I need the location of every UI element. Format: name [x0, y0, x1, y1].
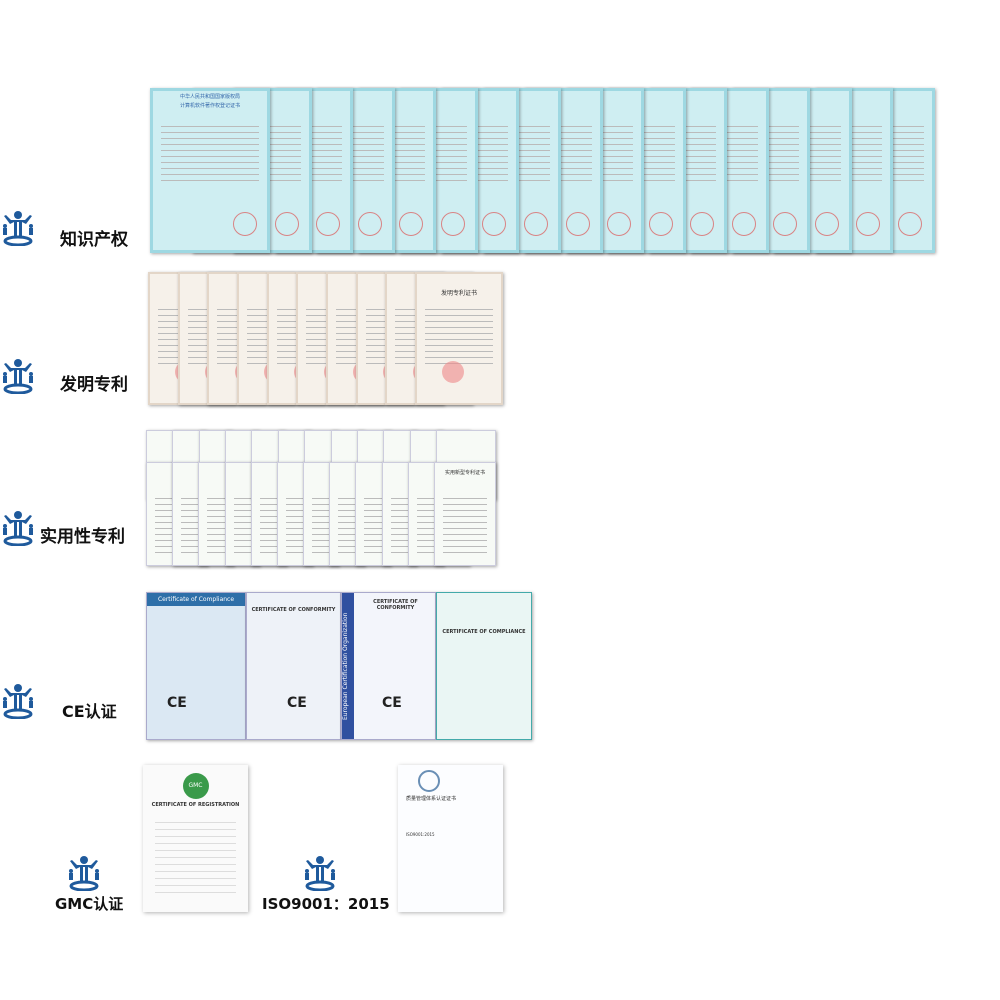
- certificate-title: 实用新型专利证书: [444, 470, 485, 476]
- ce-person-icon: [1, 683, 35, 719]
- ip-person-icon: [1, 210, 35, 246]
- certificate-title: 发明专利证书: [440, 290, 477, 297]
- invention-person-icon: [1, 358, 35, 394]
- section-label-iso: ISO9001：2015: [262, 895, 390, 913]
- section-label-ce: CE认证: [62, 702, 117, 721]
- section-label-utility: 实用性专利: [40, 527, 125, 547]
- certificate-title: 计算机软件著作权登记证书: [179, 103, 240, 109]
- ip-certificate: 中华人民共和国国家版权局计算机软件著作权登记证书: [150, 88, 270, 253]
- iso-certificate: 质量管理体系认证证书 ISO9001:2015: [398, 765, 503, 912]
- ip-cert-row: 中华人民共和国国家版权局计算机软件著作权登记证书: [150, 88, 935, 253]
- utility-person-icon: [1, 510, 35, 546]
- section-label-gmc: GMC认证: [55, 895, 124, 913]
- invention-certificate: 发明专利证书: [415, 272, 503, 405]
- invention-cert-row: 发明专利证书: [148, 272, 503, 405]
- iso-person-icon: [303, 855, 337, 891]
- ce-certificate: CERTIFICATE OF COMPLIANCE: [436, 592, 532, 740]
- section-label-ip: 知识产权: [60, 230, 128, 250]
- utility-certificate: 实用新型专利证书: [434, 462, 496, 566]
- gmc-certificate: GMC CERTIFICATE OF REGISTRATION: [143, 765, 248, 912]
- section-label-invention: 发明专利: [60, 375, 128, 395]
- utility-cert-row-front: 实用新型专利证书: [146, 462, 496, 566]
- gmc-person-icon: [67, 855, 101, 891]
- certificate-issuer: 中华人民共和国国家版权局: [179, 94, 240, 100]
